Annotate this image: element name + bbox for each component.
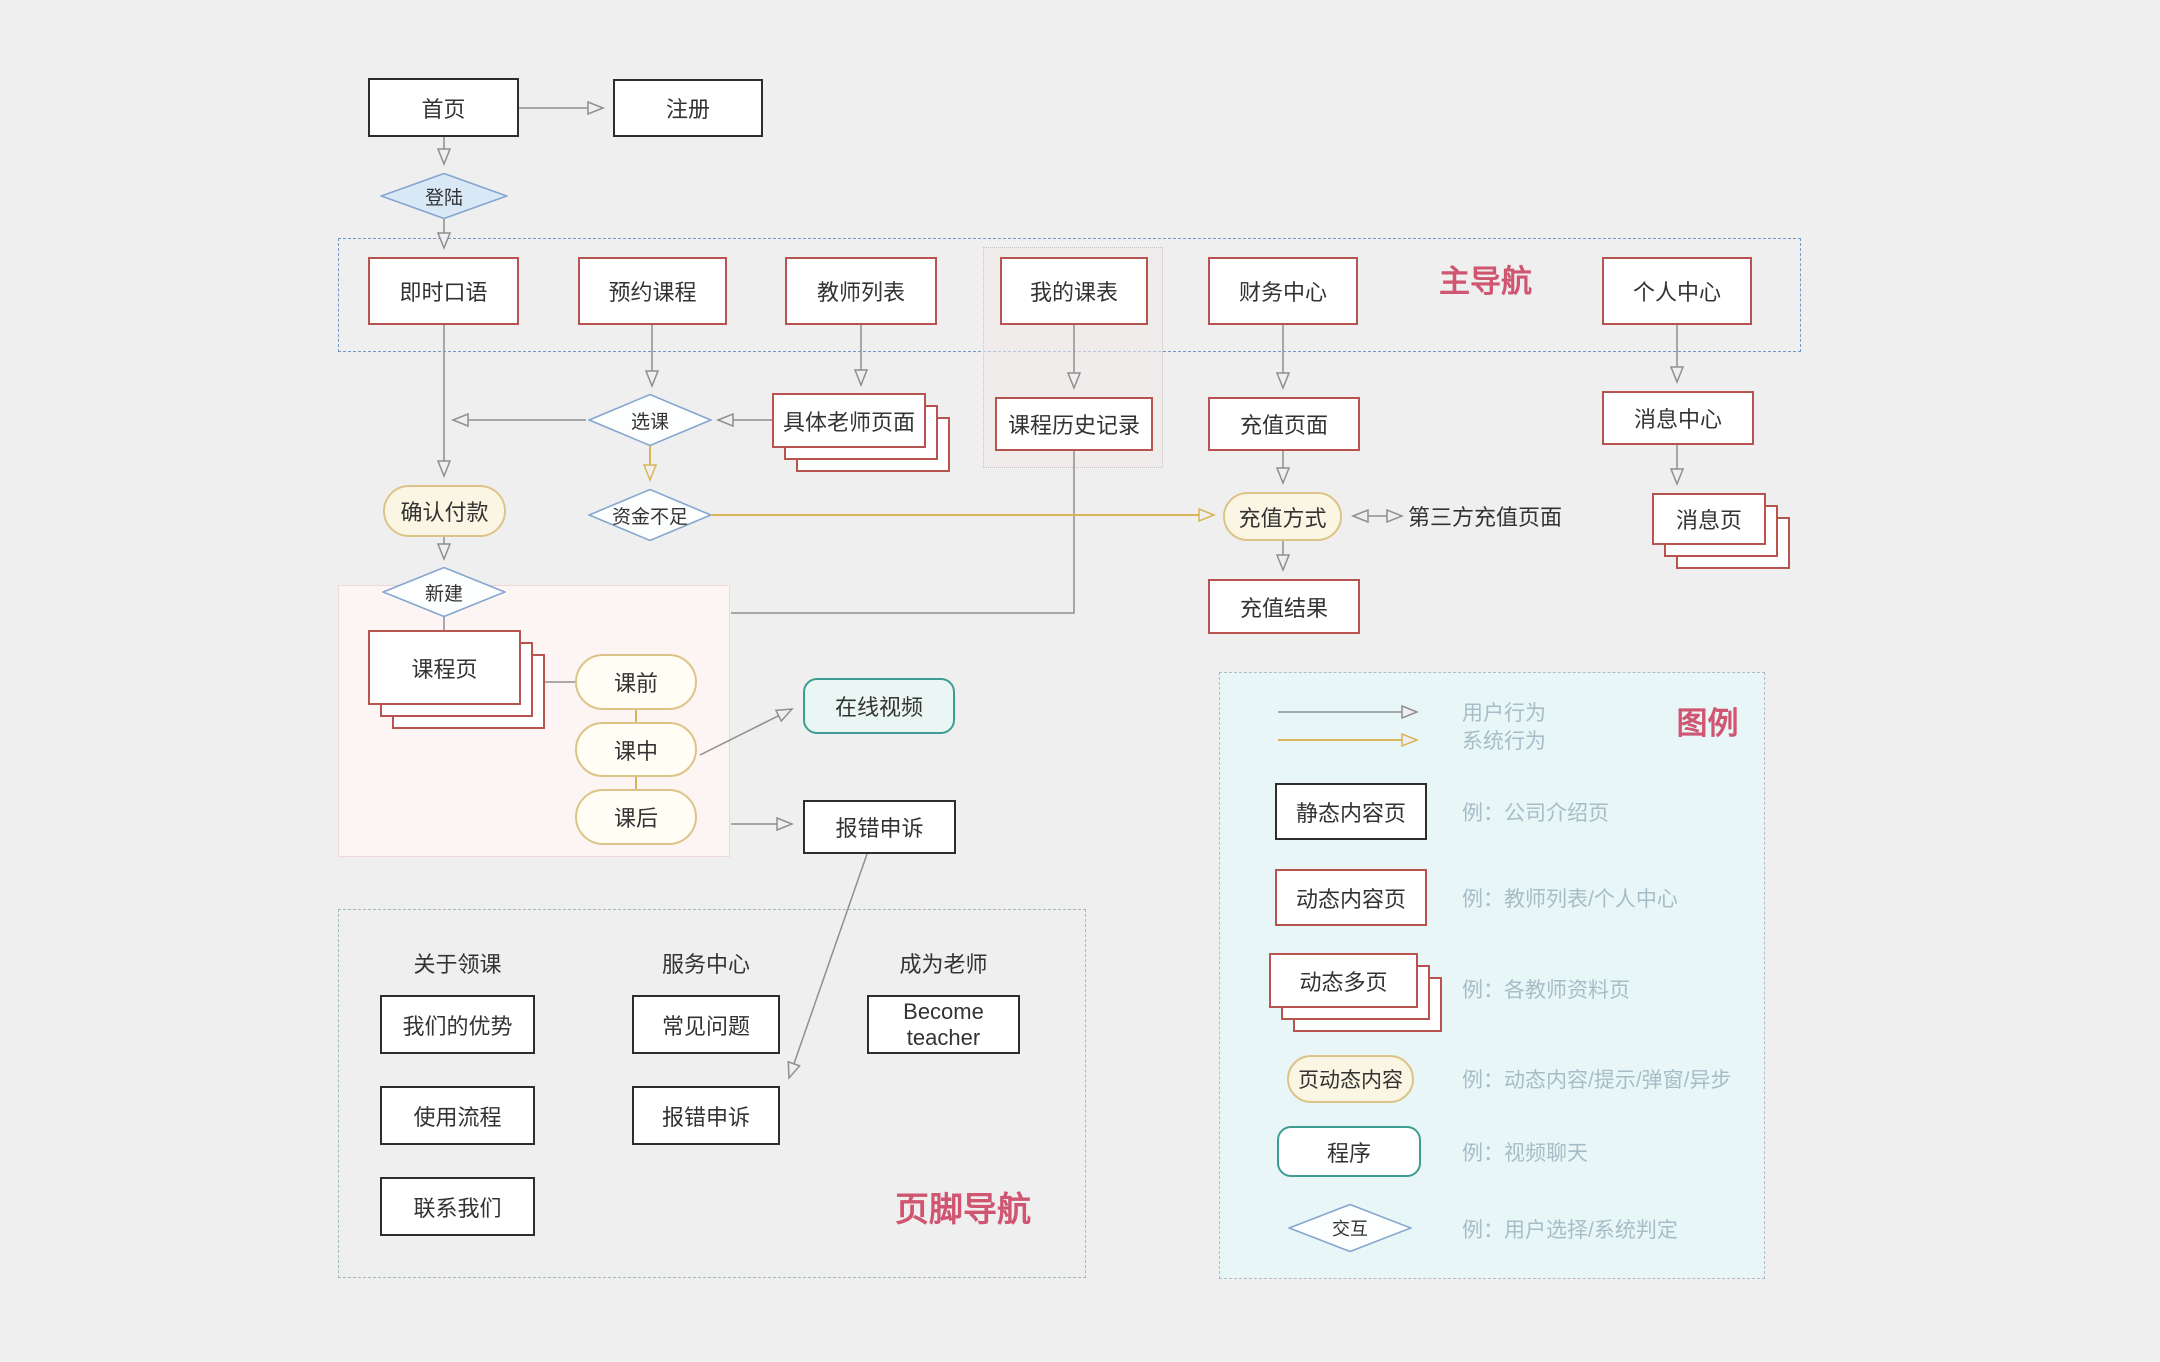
footer-item-contact-label: 联系我们 bbox=[413, 1195, 502, 1221]
legend-system-action-label: 系统行为 bbox=[1462, 730, 1546, 753]
node-recharge-page-label: 充值页面 bbox=[1239, 413, 1328, 438]
legend-title: 图例 bbox=[1676, 705, 1739, 741]
legend-inpage-dynamic-label: 页动态内容 bbox=[1298, 1069, 1403, 1092]
legend-program-label: 程序 bbox=[1326, 1140, 1371, 1166]
footer-item-faq-label: 常见问题 bbox=[661, 1013, 750, 1039]
node-insufficient-funds-label: 资金不足 bbox=[611, 506, 688, 528]
node-online-video: 在线视频 bbox=[803, 678, 955, 734]
footer-item-contact-us: 联系我们 bbox=[380, 1177, 535, 1236]
node-before-class: 课前 bbox=[575, 654, 697, 710]
footer-column-header-about: 关于领课 bbox=[413, 952, 502, 977]
node-new-booking-label: 新建 bbox=[424, 583, 463, 605]
node-home: 首页 bbox=[368, 78, 519, 137]
nav-item-schedule-label: 我的课表 bbox=[1029, 280, 1118, 305]
node-new-booking-diamond: 新建 bbox=[382, 567, 506, 617]
legend-dynamic-page-example: 例：教师列表/个人中心 bbox=[1462, 888, 1678, 911]
nav-item-teachers-label: 教师列表 bbox=[816, 280, 905, 305]
node-insufficient-funds-diamond: 资金不足 bbox=[588, 489, 712, 541]
node-course-page-label: 课程页 bbox=[411, 656, 478, 682]
nav-item-booking-label: 预约课程 bbox=[608, 280, 697, 305]
node-recharge-method-label: 充值方式 bbox=[1238, 505, 1327, 531]
node-in-class-label: 课中 bbox=[613, 738, 658, 764]
nav-item-personal-center: 个人中心 bbox=[1602, 257, 1752, 325]
legend-multi-page-label: 动态多页 bbox=[1299, 969, 1388, 995]
node-in-class: 课中 bbox=[575, 722, 697, 777]
node-confirm-payment-label: 确认付款 bbox=[400, 500, 489, 525]
node-before-class-label: 课前 bbox=[613, 671, 658, 696]
nav-item-teacher-list: 教师列表 bbox=[785, 257, 937, 325]
legend-multi-page-example: 例：各教师资料页 bbox=[1462, 979, 1630, 1002]
footer-item-become-teacher-label: Become teacher bbox=[903, 998, 984, 1050]
legend-program-example: 例：视频聊天 bbox=[1462, 1142, 1588, 1165]
legend-static-page-example: 例：公司介绍页 bbox=[1462, 802, 1609, 825]
footer-item-faq: 常见问题 bbox=[632, 995, 780, 1054]
footer-item-flow-label: 使用流程 bbox=[413, 1104, 502, 1130]
node-message-center: 消息中心 bbox=[1602, 391, 1754, 445]
node-course-pages: 课程页 bbox=[368, 630, 545, 729]
node-after-class: 课后 bbox=[575, 789, 697, 845]
node-online-video-label: 在线视频 bbox=[834, 695, 923, 720]
footer-item-become-teacher: Become teacher bbox=[867, 995, 1020, 1054]
legend-shape-multi-page: 动态多页 bbox=[1269, 953, 1442, 1032]
node-error-appeal-label: 报错申诉 bbox=[835, 816, 924, 841]
node-message-page-label: 消息页 bbox=[1675, 508, 1742, 533]
nav-item-finance-label: 财务中心 bbox=[1238, 280, 1327, 305]
node-recharge-result: 充值结果 bbox=[1208, 579, 1360, 634]
legend-user-action-label: 用户行为 bbox=[1462, 702, 1546, 725]
nav-item-instant-speaking: 即时口语 bbox=[368, 257, 519, 325]
footer-item-usage-flow: 使用流程 bbox=[380, 1086, 535, 1145]
node-register: 注册 bbox=[613, 79, 763, 137]
footer-item-error-appeal: 报错申诉 bbox=[632, 1086, 780, 1145]
legend-shape-inpage-dynamic: 页动态内容 bbox=[1287, 1055, 1414, 1103]
footer-nav-region bbox=[338, 909, 1086, 1278]
node-teacher-detail-label: 具体老师页面 bbox=[782, 409, 915, 435]
node-login-diamond: 登陆 bbox=[380, 173, 508, 219]
legend-shape-static-page: 静态内容页 bbox=[1275, 783, 1427, 840]
node-choose-course-diamond: 选课 bbox=[588, 394, 712, 446]
footer-item-error-label: 报错申诉 bbox=[661, 1104, 750, 1130]
node-course-history: 课程历史记录 bbox=[995, 397, 1153, 451]
legend-inpage-dynamic-example: 例：动态内容/提示/弹窗/异步 bbox=[1462, 1069, 1732, 1092]
node-choose-course-label: 选课 bbox=[630, 411, 669, 433]
node-course-history-label: 课程历史记录 bbox=[1007, 413, 1140, 438]
node-after-class-label: 课后 bbox=[613, 806, 658, 831]
footer-region-label: 页脚导航 bbox=[895, 1190, 1031, 1229]
nav-item-my-schedule: 我的课表 bbox=[1000, 257, 1148, 325]
connector-inclass-video bbox=[699, 708, 794, 756]
footer-column-header-teacher: 成为老师 bbox=[899, 952, 988, 977]
legend-interaction-example: 例：用户选择/系统判定 bbox=[1462, 1219, 1678, 1242]
node-error-appeal: 报错申诉 bbox=[803, 800, 956, 854]
main-nav-region-label: 主导航 bbox=[1439, 264, 1532, 299]
legend-shape-interaction-diamond: 交互 bbox=[1288, 1204, 1412, 1252]
nav-item-profile-label: 个人中心 bbox=[1632, 280, 1721, 305]
legend-interaction-label: 交互 bbox=[1332, 1219, 1368, 1239]
footer-column-header-service: 服务中心 bbox=[661, 952, 750, 977]
node-third-party-recharge: 第三方充值页面 bbox=[1408, 505, 1563, 530]
nav-item-book-course: 预约课程 bbox=[578, 257, 727, 325]
connector-errorappeal-footererror bbox=[787, 853, 868, 1080]
node-message-center-label: 消息中心 bbox=[1633, 407, 1722, 432]
connector-history-coursegroup bbox=[731, 451, 1075, 614]
legend-dynamic-page-label: 动态内容页 bbox=[1295, 886, 1406, 912]
node-recharge-page: 充值页面 bbox=[1208, 397, 1360, 451]
footer-item-advantages-label: 我们的优势 bbox=[402, 1013, 513, 1039]
legend-shape-program: 程序 bbox=[1277, 1126, 1421, 1177]
node-register-label: 注册 bbox=[665, 97, 710, 122]
node-message-pages: 消息页 bbox=[1652, 493, 1790, 569]
node-home-label: 首页 bbox=[421, 96, 466, 122]
node-recharge-method: 充值方式 bbox=[1223, 492, 1342, 541]
nav-item-instant-label: 即时口语 bbox=[399, 280, 488, 305]
node-teacher-detail-pages: 具体老师页面 bbox=[772, 393, 950, 472]
node-login-label: 登陆 bbox=[424, 187, 463, 209]
node-recharge-result-label: 充值结果 bbox=[1239, 595, 1328, 621]
legend-shape-dynamic-page: 动态内容页 bbox=[1275, 869, 1427, 926]
node-confirm-payment: 确认付款 bbox=[383, 485, 506, 537]
nav-item-finance-center: 财务中心 bbox=[1208, 257, 1358, 325]
legend-static-page-label: 静态内容页 bbox=[1295, 800, 1406, 826]
footer-item-our-advantages: 我们的优势 bbox=[380, 995, 535, 1054]
